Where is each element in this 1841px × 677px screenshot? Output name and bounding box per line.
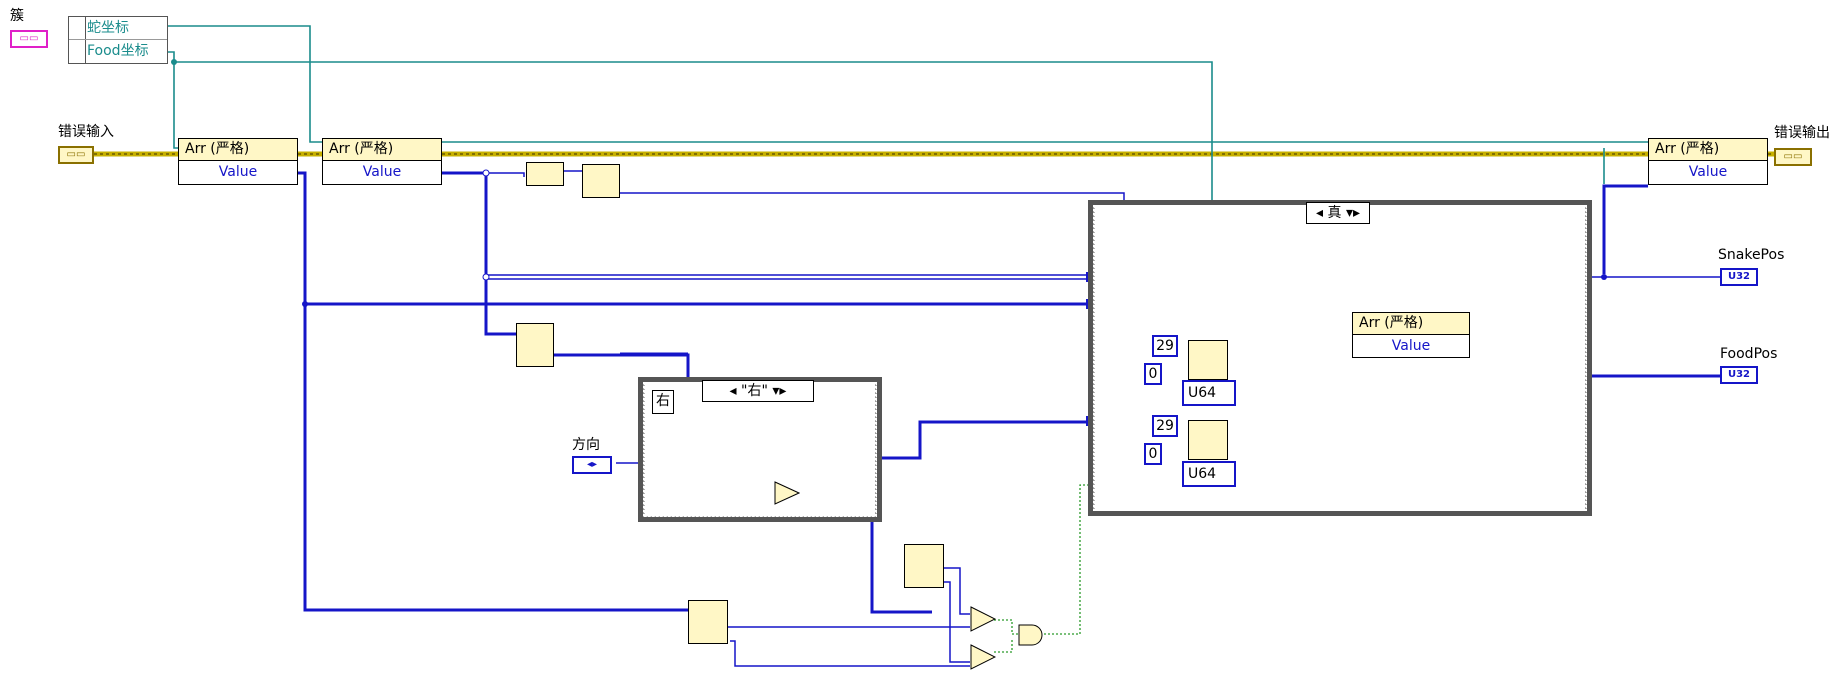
bundle-by-name-header: Arr (严格) [1649, 139, 1767, 161]
snake-pos-label: SnakePos [1718, 247, 1785, 263]
and-icon[interactable] [1018, 624, 1046, 650]
unbundle-by-name-value: Value [218, 164, 258, 180]
increment-icon[interactable] [774, 481, 801, 509]
food-pos-label: FoodPos [1720, 346, 1778, 362]
random-min-2[interactable]: 0 [1144, 443, 1162, 465]
dice-icon[interactable] [1188, 340, 1228, 380]
error-in-label: 错误输入 [58, 124, 114, 140]
unbundle-by-name-food[interactable]: Arr (严格) Value [1352, 312, 1470, 358]
cluster-control-terminal[interactable]: ▭▭ [10, 30, 48, 48]
unbundle-arrow-icon [69, 17, 86, 63]
bundle-by-name-value: Value [1688, 164, 1728, 180]
case-selector-outer[interactable]: ◂ 真 ▾▸ [1306, 202, 1370, 224]
error-in-terminal[interactable]: ▭▭ [58, 146, 94, 164]
type-selector-1[interactable]: U64 [1182, 380, 1236, 406]
unbundle-by-name-header: Arr (严格) [323, 139, 441, 161]
unbundle-by-name-value: Value [1391, 338, 1431, 354]
index-array-node-4[interactable] [904, 544, 944, 588]
random-max-2[interactable]: 29 [1152, 415, 1178, 437]
case-prev-icon[interactable]: ◂ [729, 383, 737, 399]
index-array-node-2[interactable] [516, 323, 554, 367]
index-array-node-1[interactable] [582, 164, 620, 198]
unbundle-row-snake[interactable]: 蛇坐标 [69, 17, 167, 40]
type-selector-2[interactable]: U64 [1182, 461, 1236, 487]
case-next-icon[interactable]: ▾▸ [1345, 205, 1360, 221]
snake-pos-indicator[interactable]: U32 [1720, 268, 1758, 286]
bundle-by-name-out[interactable]: Arr (严格) Value [1648, 138, 1768, 185]
unbundle-by-name-value: Value [362, 164, 402, 180]
unbundle-by-name-2[interactable]: Arr (严格) Value [322, 138, 442, 185]
case-selector-value: "右" [741, 383, 768, 399]
case-selector-inner[interactable]: ◂ "右" ▾▸ [702, 380, 814, 402]
unbundle-node[interactable]: 蛇坐标 Food坐标 [68, 16, 168, 64]
case-structure-inner[interactable] [638, 377, 882, 522]
equal-icon[interactable] [970, 644, 997, 674]
food-pos-indicator[interactable]: U32 [1720, 366, 1758, 384]
random-max-1[interactable]: 29 [1152, 335, 1178, 357]
unbundle-by-name-header: Arr (严格) [1353, 313, 1469, 335]
case-structure-outer[interactable] [1088, 200, 1592, 516]
case-selector-value: 真 [1327, 205, 1342, 221]
unbundle-row-food[interactable]: Food坐标 [87, 43, 149, 59]
index-array-node-5[interactable] [688, 600, 728, 644]
error-out-label: 错误输出 [1774, 125, 1830, 141]
random-min-1[interactable]: 0 [1144, 363, 1162, 385]
equal-icon[interactable] [970, 606, 997, 636]
case-next-icon[interactable]: ▾▸ [772, 383, 787, 399]
unbundle-by-name-1[interactable]: Arr (严格) Value [178, 138, 298, 185]
array-size-node[interactable] [526, 162, 564, 186]
direction-control[interactable]: ◂▸ [572, 456, 612, 474]
direction-label: 方向 [572, 437, 600, 453]
dice-icon[interactable] [1188, 420, 1228, 460]
cluster-label: 簇 [10, 8, 24, 24]
unbundle-by-name-header: Arr (严格) [179, 139, 297, 161]
error-out-terminal[interactable]: ▭▭ [1774, 148, 1812, 166]
case-prev-icon[interactable]: ◂ [1316, 205, 1324, 221]
case-label: 右 [652, 390, 674, 414]
